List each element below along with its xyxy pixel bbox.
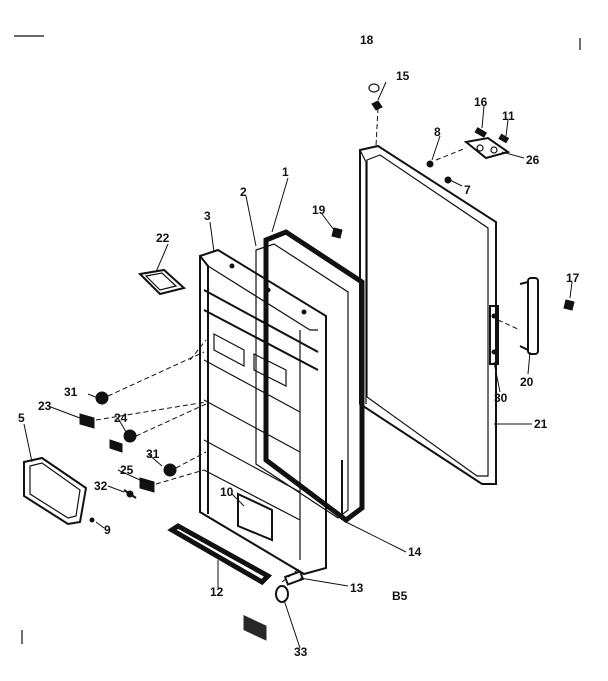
callout-31a: 31 [64, 385, 78, 399]
callout-33: 33 [294, 645, 308, 659]
callout-7: 7 [464, 183, 471, 197]
callout-14: 14 [408, 545, 422, 559]
callout-1: 1 [282, 165, 289, 179]
section-code: B5 [392, 589, 408, 603]
callout-24: 24 [114, 411, 128, 425]
callout-16: 16 [474, 95, 488, 109]
callout-labels: 1 2 3 5 7 8 9 10 11 12 13 14 15 16 17 18… [18, 33, 580, 659]
shelf-bracket [137, 268, 187, 296]
callout-18: 18 [360, 33, 374, 47]
compartment-door [23, 456, 88, 526]
dispenser-module [237, 492, 273, 641]
callout-11: 11 [502, 109, 515, 123]
screws [331, 160, 575, 311]
callout-25: 25 [120, 463, 134, 477]
inner-door-liner [199, 248, 327, 576]
outer-door-panel [359, 144, 497, 485]
callout-13: 13 [350, 581, 364, 595]
callout-8: 8 [434, 125, 441, 139]
callout-17: 17 [566, 271, 580, 285]
callout-10: 10 [220, 485, 234, 499]
callout-12: 12 [210, 585, 224, 599]
callout-21: 21 [534, 417, 548, 431]
callout-26: 26 [526, 153, 540, 167]
callout-20: 20 [520, 375, 534, 389]
lower-hinge [275, 567, 305, 603]
callout-19: 19 [312, 203, 326, 217]
callout-5: 5 [18, 411, 25, 425]
callout-22: 22 [156, 231, 170, 245]
scan-marks [14, 35, 581, 644]
callout-3: 3 [204, 209, 211, 223]
callout-23: 23 [38, 399, 52, 413]
leader-lines [23, 81, 573, 649]
door-gasket [263, 229, 365, 524]
door-handle [497, 277, 539, 355]
hinge-assembly [435, 127, 511, 161]
callout-15: 15 [396, 69, 410, 83]
callout-32: 32 [94, 479, 108, 493]
callout-9: 9 [104, 523, 111, 537]
callout-30: 30 [494, 391, 508, 405]
kick-plate [167, 523, 273, 586]
callout-2: 2 [240, 185, 247, 199]
breaker-strip [255, 243, 349, 519]
top-hinge-pin [368, 83, 383, 147]
small-hardware [79, 339, 207, 523]
callout-31b: 31 [146, 447, 160, 461]
